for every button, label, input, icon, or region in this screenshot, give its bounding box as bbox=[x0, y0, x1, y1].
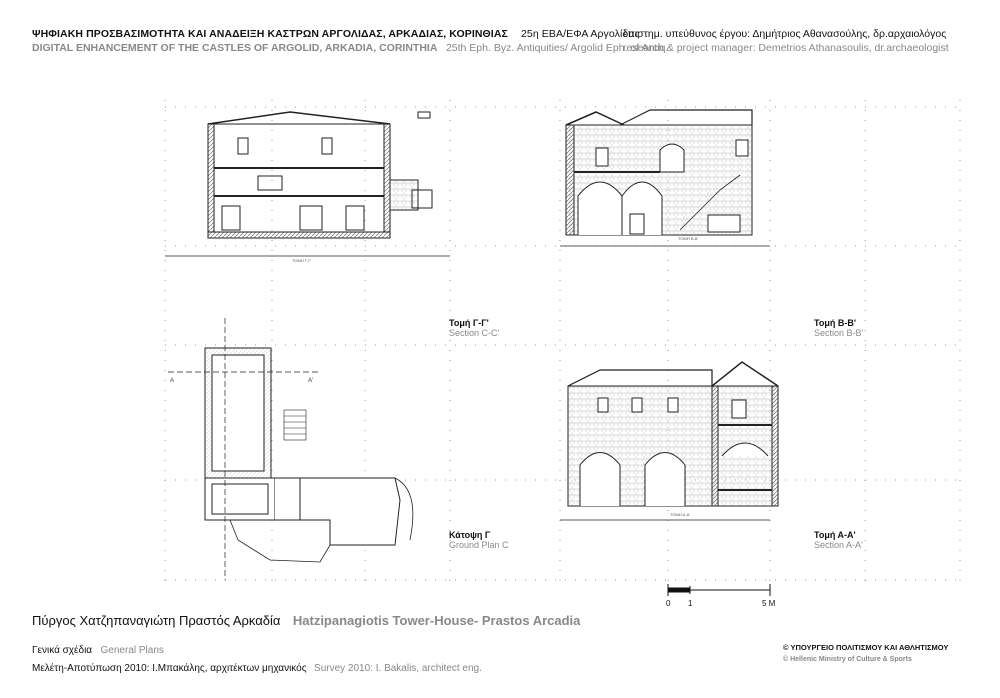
footer-general-en: General Plans bbox=[100, 645, 164, 656]
ground-plan-drawing bbox=[168, 318, 414, 580]
label-section-cc-gr: Τομή Γ-Γ' bbox=[449, 318, 489, 328]
scale-bar bbox=[667, 584, 771, 596]
footer-title: Πύργος Χατζηπαναγιώτη Πραστός Αρκαδία Ha… bbox=[32, 612, 580, 630]
footer-title-gr: Πύργος Χατζηπαναγιώτη Πραστός Αρκαδία bbox=[32, 613, 281, 628]
header-gr-title-text: ΨΗΦΙΑΚΗ ΠΡΟΣΒΑΣΙΜΟΤΗΤΑ ΚΑΙ ΑΝΑΔΕΙΞΗ ΚΑΣΤ… bbox=[32, 28, 508, 40]
label-section-aa-gr: Τομή Α-Α' bbox=[814, 530, 856, 540]
label-section-cc-en: Section C-C' bbox=[449, 328, 500, 338]
label-plan-c-gr: Κάτοψη Γ bbox=[449, 530, 491, 540]
footer-general: Γενικά σχέδια General Plans bbox=[32, 640, 164, 658]
label-section-bb-en: Section B-B' bbox=[814, 328, 864, 338]
section-aa-caption: ΤΟΜΗ Α-Α' bbox=[670, 512, 690, 517]
section-bb-drawing bbox=[560, 109, 770, 247]
header-manager-gr: επιστημ. υπεύθυνος έργου: Δημήτριος Αθαν… bbox=[623, 28, 947, 40]
label-section-aa-en: Section A-A' bbox=[814, 540, 863, 550]
footer-survey-gr: Μελέτη-Αποτύπωση 2010: Ι.Μπακάλης, αρχιτ… bbox=[32, 663, 307, 674]
header-title-gr: ΨΗΦΙΑΚΗ ΠΡΟΣΒΑΣΙΜΟΤΗΤΑ ΚΑΙ ΑΝΑΔΕΙΞΗ ΚΑΣΤ… bbox=[32, 28, 640, 40]
footer-general-gr: Γενικά σχέδια bbox=[32, 645, 93, 656]
scale-zero: 0 bbox=[666, 599, 671, 608]
label-section-bb-gr: Τομή Β-Β' bbox=[814, 318, 856, 328]
header-title-en: DIGITAL ENHANCEMENT OF THE CASTLES OF AR… bbox=[32, 42, 668, 54]
ministry-en: © Hellenic Ministry of Culture & Sports bbox=[783, 656, 912, 663]
scale-one: 1 bbox=[688, 599, 693, 608]
scale-five: 5 M bbox=[762, 599, 776, 608]
ministry-gr: © ΥΠΟΥΡΓΕΙΟ ΠΟΛΙΤΙΣΜΟΥ ΚΑΙ ΑΘΛΗΤΙΣΜΟΥ bbox=[783, 643, 949, 652]
header-en-title-text: DIGITAL ENHANCEMENT OF THE CASTLES OF AR… bbox=[32, 42, 438, 54]
footer-title-en: Hatzipanagiotis Tower-House- Prastos Arc… bbox=[292, 613, 581, 628]
section-cc-drawing bbox=[165, 111, 450, 257]
footer-survey-en: Survey 2010: I. Bakalis, architect eng. bbox=[314, 663, 482, 674]
header-en-agency: 25th Eph. Byz. Antiquities/ Argolid Eph.… bbox=[445, 42, 669, 54]
plan-mark-a: A bbox=[170, 378, 174, 384]
header-gr-agency: 25η ΕΒΑ/ΕΦΑ Αργολίδας bbox=[520, 28, 640, 40]
section-cc-caption: ΤΟΜΗ Γ-Γ' bbox=[292, 258, 312, 263]
label-plan-c-en: Ground Plan C bbox=[449, 540, 509, 550]
header-manager-en: research & project manager: Demetrios At… bbox=[623, 42, 949, 54]
plan-mark-a-prime: A' bbox=[308, 378, 313, 384]
footer-survey: Μελέτη-Αποτύπωση 2010: Ι.Μπακάλης, αρχιτ… bbox=[32, 658, 482, 676]
section-aa-drawing bbox=[560, 361, 779, 521]
section-bb-caption: ΤΟΜΗ Β-Β' bbox=[678, 236, 698, 241]
